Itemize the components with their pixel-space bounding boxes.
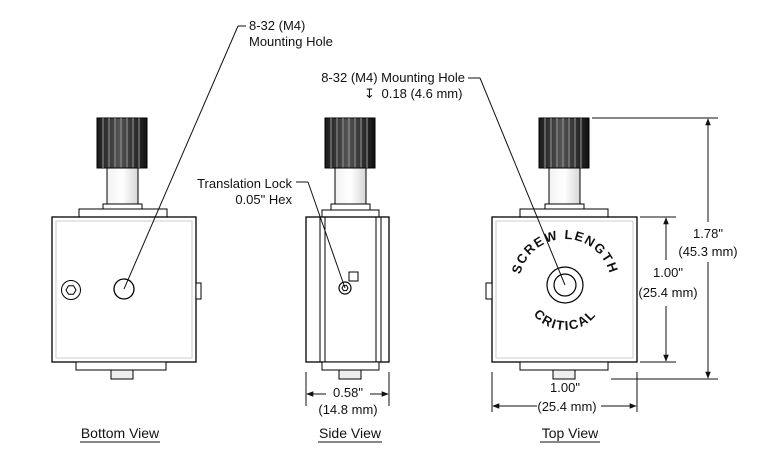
svg-text:1.78": 1.78" [693, 226, 723, 241]
svg-text:(14.8 mm): (14.8 mm) [318, 402, 377, 417]
bottom-view: 8-32 (M4) Mounting Hole Bottom View [51, 18, 333, 443]
bottom-hole-callout: 8-32 (M4) [249, 18, 305, 33]
bottom-knob [96, 117, 148, 169]
top-height-dimension: 1.00" (25.4 mm) [638, 216, 704, 363]
bottom-hole-callout-line2: Mounting Hole [249, 34, 333, 49]
side-width-dimension: 0.58" (14.8 mm) [305, 372, 390, 417]
hex-socket-screw [61, 280, 81, 300]
svg-text:1.00": 1.00" [653, 265, 683, 280]
side-view-title: Side View [319, 425, 382, 441]
side-knob [324, 117, 376, 169]
svg-text:1.00": 1.00" [550, 380, 580, 395]
overall-height-dimension: 1.78" (45.3 mm) [592, 117, 742, 380]
top-width-dimension: 1.00" (25.4 mm) [491, 372, 638, 414]
top-hole-depth-callout: ↧ 0.18 (4.6 mm) [364, 86, 462, 101]
side-view: Translation Lock 0.05" Hex 0.58" (14.8 m… [197, 117, 390, 443]
translation-lock-callout-line2: 0.05" Hex [235, 192, 292, 207]
top-view-title: Top View [542, 425, 599, 441]
svg-text:(25.4 mm): (25.4 mm) [638, 285, 697, 300]
svg-text:0.58": 0.58" [333, 385, 363, 400]
svg-text:(25.4 mm): (25.4 mm) [537, 399, 596, 414]
bottom-shaft [106, 167, 139, 207]
top-shaft [548, 167, 581, 207]
side-shaft [334, 167, 367, 207]
bottom-view-title: Bottom View [81, 425, 160, 441]
translation-lock-callout: Translation Lock [197, 176, 292, 191]
top-knob [538, 117, 590, 169]
svg-text:(45.3 mm): (45.3 mm) [678, 244, 737, 259]
top-view: SCREW LENGTH CRITICAL 8-32 (M4) Mounting… [321, 70, 742, 443]
top-hole-callout: 8-32 (M4) Mounting Hole [321, 70, 465, 85]
